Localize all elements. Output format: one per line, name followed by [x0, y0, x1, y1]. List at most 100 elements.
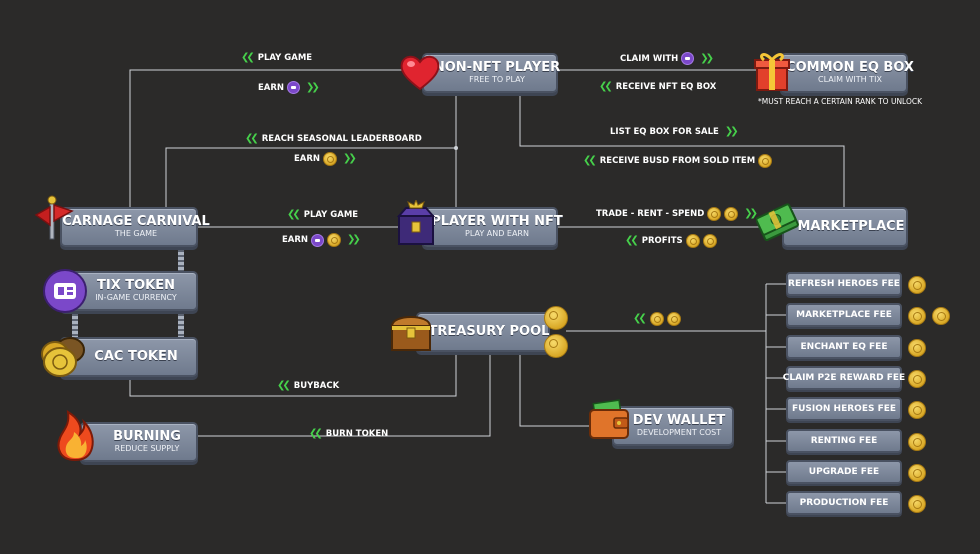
- label-text: PLAY GAME: [257, 53, 313, 63]
- node-subtitle: CLAIM WITH TIX: [818, 75, 882, 84]
- busd-coin-icon: [758, 154, 773, 168]
- label-text: PROFITS: [641, 236, 683, 246]
- common-eq-box-node: COMMON EQ BOX CLAIM WITH TIX: [780, 53, 914, 93]
- flow-label-earn: EARN ❯❯: [258, 81, 320, 94]
- flow-label-earn-nft: EARN ❯❯: [282, 233, 361, 247]
- chain-link: [178, 242, 184, 272]
- gold-coin-icon: [544, 334, 568, 358]
- tix-ticket-icon: [43, 269, 87, 313]
- gold-coin-icon: [685, 234, 700, 248]
- tix-token-node: TIX TOKEN IN-GAME CURRENCY: [60, 271, 198, 311]
- node-title: TREASURY POOL: [428, 324, 550, 339]
- flow-label-trade: TRADE - RENT - SPEND ❯❯: [596, 207, 758, 221]
- node-subtitle: PLAY AND EARN: [465, 229, 529, 238]
- fee-marketplace: MARKETPLACE FEE: [786, 303, 902, 327]
- label-text: EARN: [294, 154, 321, 164]
- fee-label: UPGRADE FEE: [808, 467, 880, 477]
- fee-claim-p2e-reward: CLAIM P2E REWARD FEE: [783, 366, 905, 390]
- flow-label-burn-token: ❮❮ BURN TOKEN: [306, 428, 388, 440]
- gold-coin-icon: [908, 276, 926, 294]
- label-text: RECEIVE BUSD FROM SOLD ITEM: [599, 156, 756, 166]
- fee-label: MARKETPLACE FEE: [796, 310, 892, 320]
- flow-label-list-box: LIST EQ BOX FOR SALE ❯❯: [610, 126, 739, 138]
- player-with-nft-node: PLAYER WITH NFT PLAY AND EARN: [422, 207, 563, 247]
- double-chevron-left-icon: ❮❮: [287, 209, 301, 220]
- node-title: PLAYER WITH NFT: [431, 214, 563, 229]
- label-text: CLAIM WITH: [620, 53, 679, 64]
- double-chevron-left-icon: ❮❮: [583, 155, 597, 166]
- chain-link: [178, 306, 184, 340]
- node-title: TIX TOKEN: [96, 278, 175, 293]
- heart-icon: [400, 55, 440, 91]
- flow-label-fees-in: ❮❮: [630, 312, 681, 326]
- node-title: NON-NFT PLAYER: [433, 60, 561, 75]
- gold-coin-icon: [908, 464, 926, 482]
- busd-coin-icon: [724, 207, 739, 221]
- double-chevron-left-icon: ❮❮: [277, 380, 291, 391]
- non-nft-player-node: NON-NFT PLAYER FREE TO PLAY: [422, 53, 561, 93]
- flag-icon: [34, 195, 74, 240]
- label-text: BURN TOKEN: [325, 429, 389, 439]
- busd-coin-icon: [649, 312, 664, 326]
- gold-coin-icon: [323, 152, 338, 166]
- node-subtitle: THE GAME: [114, 229, 158, 238]
- flow-label-profits: ❮❮ PROFITS: [622, 234, 717, 248]
- node-title: CARNAGE CARNIVAL: [62, 214, 210, 229]
- tix-coin-icon: [311, 233, 325, 247]
- gold-coin-icon: [908, 433, 926, 451]
- node-title: MARKETPLACE: [797, 219, 905, 234]
- busd-coin-icon: [908, 307, 926, 325]
- label-text: REACH SEASONAL LEADERBOARD: [261, 134, 422, 144]
- treasury-pool-node: TREASURY POOL: [416, 312, 550, 352]
- cash-stack-icon: [756, 203, 799, 242]
- flow-label-receive-busd: ❮❮ RECEIVE BUSD FROM SOLD ITEM: [580, 154, 773, 168]
- node-subtitle: FREE TO PLAY: [469, 75, 525, 84]
- flow-label-play-game-nft: ❮❮ PLAY GAME: [284, 209, 358, 221]
- busd-coin-icon: [702, 234, 717, 248]
- fee-label: FUSION HEROES FEE: [791, 404, 897, 414]
- wallet-icon: [589, 399, 629, 439]
- node-title: BURNING: [113, 429, 181, 444]
- gold-coin-icon: [707, 207, 722, 221]
- marketplace-node: MARKETPLACE: [782, 207, 908, 247]
- node-subtitle: REDUCE SUPPLY: [114, 444, 180, 453]
- fee-label: ENCHANT EQ FEE: [800, 342, 888, 352]
- gold-coin-icon: [908, 339, 926, 357]
- fee-renting: RENTING FEE: [786, 429, 902, 453]
- flow-label-play-game: ❮❮ PLAY GAME: [238, 52, 312, 64]
- gift-box-icon: [754, 53, 790, 91]
- double-chevron-right-icon: ❯❯: [700, 52, 714, 64]
- label-text: LIST EQ BOX FOR SALE: [610, 127, 719, 137]
- flow-label-receive-nft-box: ❮❮ RECEIVE NFT EQ BOX: [596, 81, 716, 93]
- double-chevron-left-icon: ❮❮: [625, 235, 639, 246]
- fee-enchant-eq: ENCHANT EQ FEE: [786, 335, 902, 359]
- fee-upgrade: UPGRADE FEE: [786, 460, 902, 484]
- flow-label-claim-with: CLAIM WITH ❯❯: [620, 52, 714, 65]
- fee-production: PRODUCTION FEE: [786, 491, 902, 515]
- gold-coin-icon: [908, 495, 926, 513]
- node-title: COMMON EQ BOX: [786, 60, 914, 75]
- fee-fusion-heroes: FUSION HEROES FEE: [786, 397, 902, 421]
- cac-token-node: CAC TOKEN: [60, 337, 198, 377]
- double-chevron-left-icon: ❮❮: [245, 133, 259, 144]
- fee-label: PRODUCTION FEE: [799, 498, 889, 508]
- node-subtitle: DEVELOPMENT COST: [636, 428, 722, 437]
- double-chevron-right-icon: ❯❯: [343, 153, 357, 164]
- flow-label-buyback: ❮❮ BUYBACK: [274, 380, 339, 392]
- carnage-carnival-node: CARNAGE CARNIVAL THE GAME: [60, 207, 210, 247]
- double-chevron-right-icon: ❯❯: [724, 126, 739, 137]
- double-chevron-left-icon: ❮❮: [633, 313, 647, 324]
- label-text: PLAY GAME: [303, 210, 359, 220]
- label-text: EARN: [258, 82, 285, 93]
- label-text: RECEIVE NFT EQ BOX: [615, 82, 717, 92]
- fire-icon: [57, 410, 94, 462]
- fee-label: RENTING FEE: [810, 436, 878, 446]
- chain-link: [72, 306, 78, 340]
- node-title: CAC TOKEN: [94, 349, 178, 364]
- gold-coin-icon: [908, 370, 926, 388]
- treasure-chest-icon: [396, 200, 436, 245]
- label-text: BUYBACK: [293, 381, 340, 391]
- double-chevron-right-icon: ❯❯: [306, 81, 320, 93]
- unlock-note: *MUST REACH A CERTAIN RANK TO UNLOCK: [758, 97, 923, 106]
